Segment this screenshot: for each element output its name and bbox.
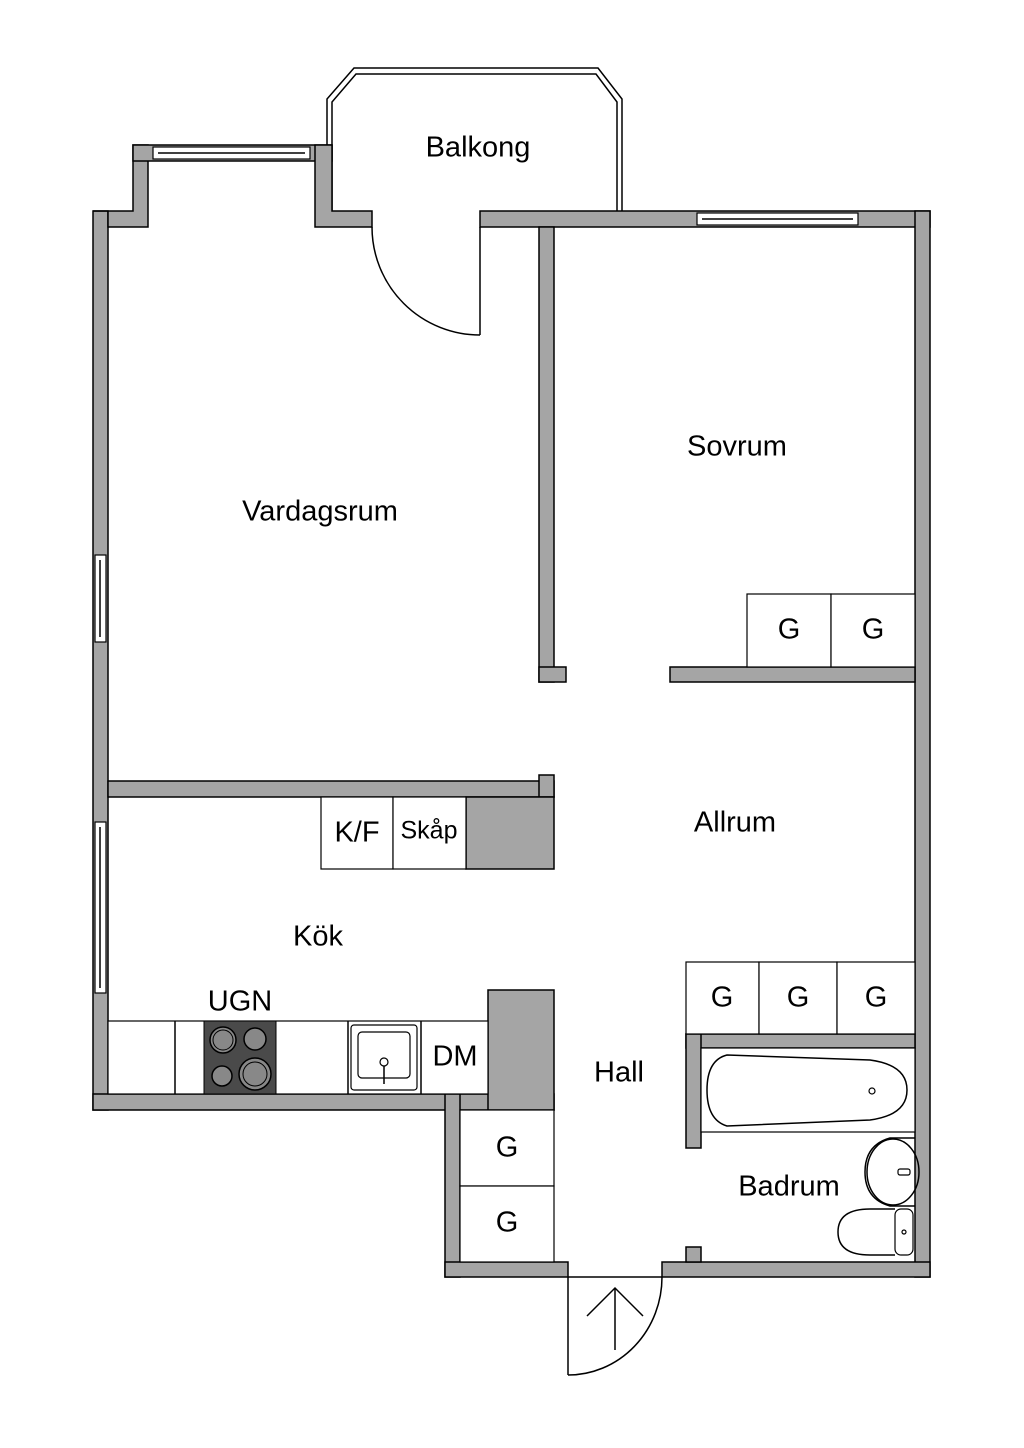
bathtub-icon — [706, 1054, 908, 1127]
kitchen-counter: UGN DM — [107, 986, 489, 1095]
windows — [94, 146, 859, 994]
toilet-icon — [837, 1208, 914, 1256]
oven-label: UGN — [208, 986, 272, 1018]
wardrobe-label: G — [711, 982, 734, 1014]
room-label-kitchen: Kök — [293, 921, 343, 953]
cabinet-label: Skåp — [401, 817, 458, 845]
bathroom-fixtures — [700, 1047, 920, 1256]
balcony — [326, 67, 623, 211]
wardrobe-label: G — [787, 982, 810, 1014]
balcony-door[interactable] — [371, 226, 481, 336]
wardrobe-label: G — [496, 1207, 519, 1239]
entrance-arrow-icon — [586, 1286, 644, 1350]
sink-icon — [350, 1024, 418, 1091]
room-label-balcony: Balkong — [426, 132, 531, 164]
fridge-freezer-label: K/F — [334, 817, 379, 849]
room-label-living: Vardagsrum — [242, 496, 398, 528]
entrance-door[interactable] — [567, 1276, 663, 1376]
dishwasher-label: DM — [432, 1041, 477, 1073]
room-label-family: Allrum — [694, 807, 776, 839]
kitchen-cabinets: K/F Skåp — [320, 796, 467, 870]
room-label-hall: Hall — [594, 1057, 644, 1089]
wardrobe-label: G — [496, 1132, 519, 1164]
room-label-bathroom: Badrum — [738, 1171, 840, 1203]
cooktop-icon — [203, 1020, 277, 1095]
wardrobe-label: G — [862, 614, 885, 646]
washbasin-icon — [864, 1137, 920, 1207]
wardrobes: G G G G G G G — [459, 593, 916, 1263]
wardrobe-label: G — [778, 614, 801, 646]
room-label-bedroom: Sovrum — [687, 431, 787, 463]
wardrobe-label: G — [865, 982, 888, 1014]
